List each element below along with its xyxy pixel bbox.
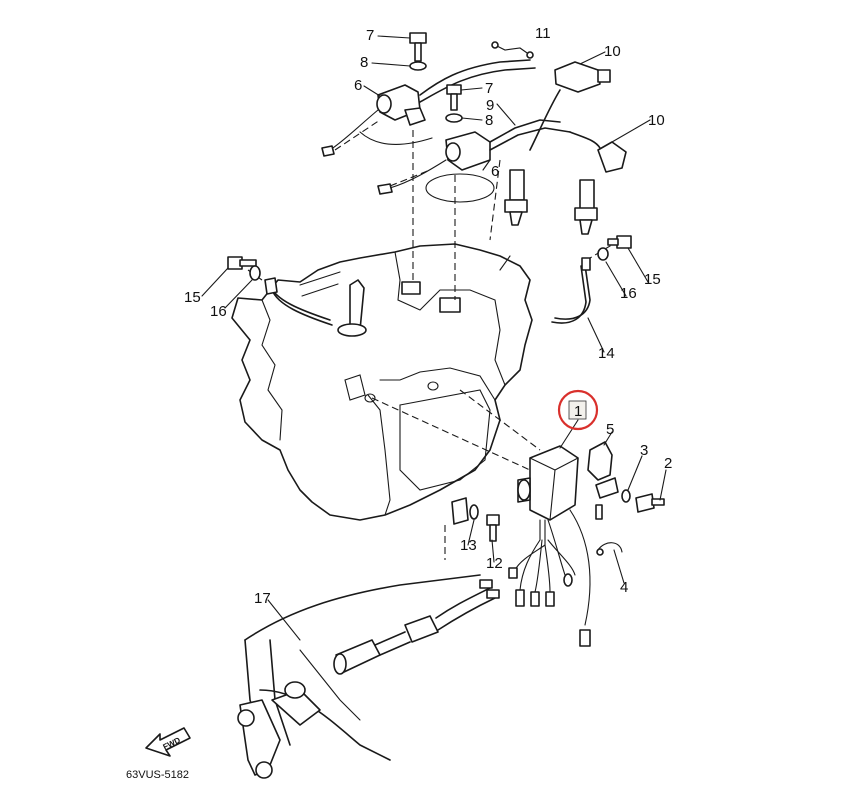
fwd-arrow-icon: FWD xyxy=(145,727,191,757)
part-label-2: 2 xyxy=(664,455,672,472)
part-label-7a: 7 xyxy=(366,27,374,44)
engine-block xyxy=(231,243,533,521)
remote-control-cable xyxy=(333,579,500,675)
lower-cowling-bracket xyxy=(237,574,481,779)
bolt-15-right xyxy=(607,235,632,249)
bolt-7-lower xyxy=(446,84,462,111)
bolt-15-left xyxy=(227,256,257,270)
part-label-16b: 16 xyxy=(620,285,637,302)
cdi-unit xyxy=(508,445,603,647)
highlight-marker xyxy=(557,389,599,431)
spark-plug-left xyxy=(504,169,528,226)
clip-4 xyxy=(596,542,623,556)
ignition-coil-upper xyxy=(321,59,536,157)
washer-16-right xyxy=(597,247,609,261)
washer-3 xyxy=(621,489,631,503)
ground-lead xyxy=(264,257,591,326)
bolt-7-upper xyxy=(409,32,427,62)
leader-lines xyxy=(201,35,667,641)
part-label-11: 11 xyxy=(535,25,551,42)
washer-8-upper xyxy=(409,61,427,71)
part-label-15b: 15 xyxy=(644,271,661,288)
bracket-5 xyxy=(587,441,619,499)
washer-8-lower xyxy=(445,113,463,123)
part-label-17: 17 xyxy=(254,590,271,607)
part-label-1: 1 xyxy=(574,403,582,420)
part-label-12: 12 xyxy=(486,555,503,572)
part-label-7b: 7 xyxy=(485,80,493,97)
plug-cap-upper xyxy=(529,61,611,151)
part-labels: 1 2 3 4 5 6 6 7 7 8 8 9 10 10 11 12 13 1… xyxy=(184,25,672,607)
wire-harness-top xyxy=(491,41,534,59)
part-label-15a: 15 xyxy=(184,289,201,306)
part-label-10a: 10 xyxy=(604,43,621,60)
plug-cap-lower xyxy=(569,131,627,173)
bolt-2 xyxy=(635,493,665,513)
part-label-14: 14 xyxy=(598,345,615,362)
ground-terminal xyxy=(451,497,469,525)
ignition-coil-lower xyxy=(377,119,571,203)
part-label-8a: 8 xyxy=(360,54,368,71)
part-label-3: 3 xyxy=(640,442,648,459)
washer-13 xyxy=(469,504,479,520)
part-label-6b: 6 xyxy=(491,163,499,180)
part-label-5: 5 xyxy=(606,421,614,438)
washer-16-left xyxy=(249,265,261,281)
spark-plug-right xyxy=(574,179,598,235)
part-label-9: 9 xyxy=(486,97,494,114)
part-label-4: 4 xyxy=(620,579,628,596)
bolt-12 xyxy=(486,514,500,542)
part-label-16a: 16 xyxy=(210,303,227,320)
part-label-8b: 8 xyxy=(485,112,493,129)
part-label-6a: 6 xyxy=(354,77,362,94)
diagram-code: 63VUS-5182 xyxy=(126,769,189,781)
part-label-13: 13 xyxy=(460,537,477,554)
part-label-10b: 10 xyxy=(648,112,665,129)
